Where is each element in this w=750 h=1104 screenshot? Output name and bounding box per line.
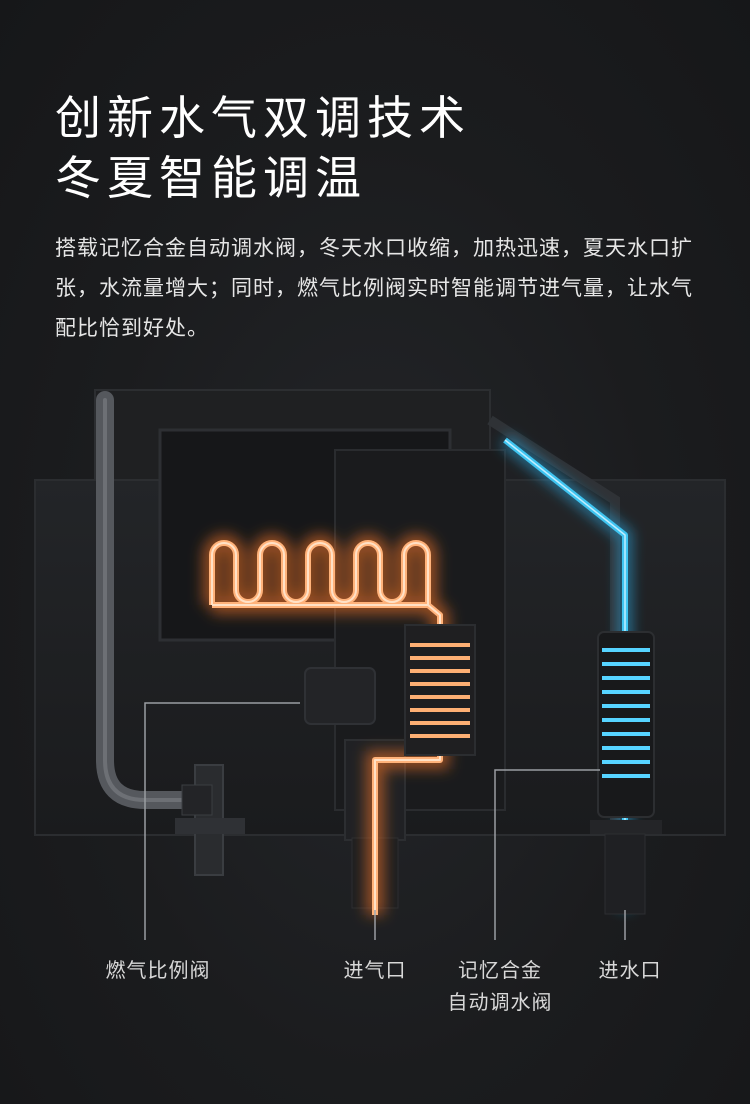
heat-exchanger-coil-icon bbox=[203, 534, 449, 915]
feature-description: 搭载记忆合金自动调水阀，冬天水口收缩，加热迅速，夏天水口扩张，水流量增大；同时，… bbox=[55, 236, 693, 340]
gas-proportional-valve bbox=[175, 764, 245, 876]
label-gas-inlet: 进气口 bbox=[343, 958, 407, 982]
heated-spring-coil bbox=[404, 624, 476, 756]
gas-pipe bbox=[96, 391, 209, 809]
leader-lines bbox=[144, 702, 626, 940]
water-valve-spring-icon bbox=[590, 631, 662, 915]
headline-line1: 创新水气双调技术 bbox=[55, 91, 471, 145]
label-memory-alloy-line2: 自动调水阀 bbox=[447, 990, 553, 1014]
headline: 创新水气双调技术 冬夏智能调温 bbox=[55, 88, 471, 208]
label-memory-alloy-valve: 记忆合金 自动调水阀 bbox=[420, 954, 580, 1018]
label-water-inlet: 进水口 bbox=[598, 958, 662, 982]
water-gas-diagram bbox=[34, 389, 726, 940]
label-memory-alloy-line1: 记忆合金 bbox=[458, 958, 542, 982]
label-gas-proportional-valve: 燃气比例阀 bbox=[105, 958, 211, 982]
headline-line2: 冬夏智能调温 bbox=[55, 151, 367, 205]
